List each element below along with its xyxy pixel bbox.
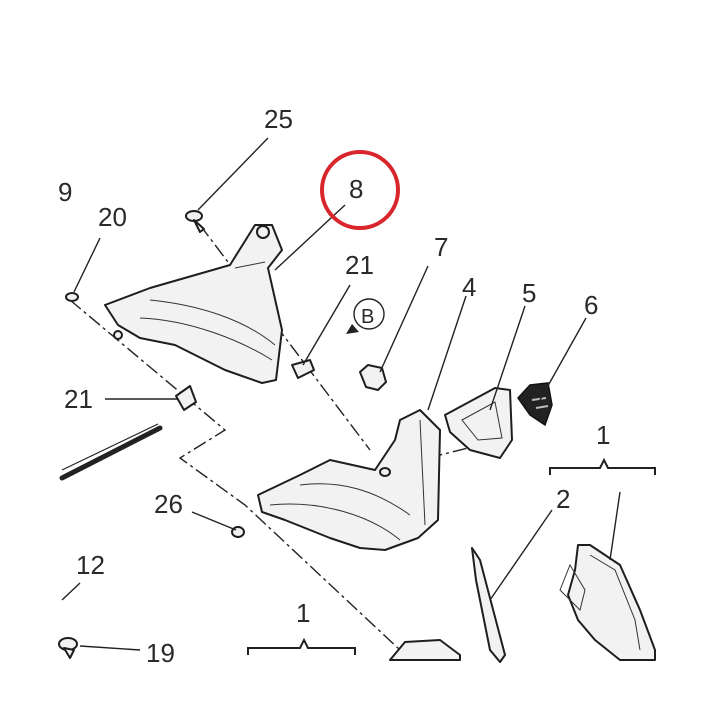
callout-7: 7 (434, 232, 448, 262)
part-7-grommet (359, 364, 387, 391)
part-4-fairing-support (257, 409, 441, 551)
part-1-lower-fairing (389, 639, 461, 661)
highlight-circle-part-8 (320, 150, 400, 230)
callout-8: 8 (349, 174, 363, 204)
part-21-clip-lower (175, 385, 197, 411)
leader-lines (61, 137, 621, 651)
part-6-badge (517, 382, 553, 427)
part-2-side-panel (471, 547, 506, 663)
callout-1-lower: 1 (296, 598, 310, 628)
callout-19: 19 (146, 638, 175, 668)
callout-6: 6 (584, 290, 598, 320)
screw-19 (58, 637, 78, 659)
callout-9: 9 (58, 177, 72, 207)
screw-25 (185, 210, 205, 233)
callout-26: 26 (154, 489, 183, 519)
callout-4: 4 (462, 272, 476, 302)
callout-20: 20 (98, 202, 127, 232)
callout-25: 25 (264, 104, 293, 134)
callout-1-upper: 1 (596, 420, 610, 450)
part-12-rod (59, 423, 163, 481)
view-b-circle (353, 298, 385, 330)
callout-b: B (361, 306, 374, 328)
callout-21-upper: 21 (345, 250, 374, 280)
part-21-clip-upper (291, 359, 315, 379)
part-5-badge-frame (444, 387, 513, 459)
part-1-side-fairing-right (559, 544, 656, 661)
callout-2: 2 (556, 484, 570, 514)
part-8-headlight-bracket (104, 224, 283, 384)
callout-5: 5 (522, 278, 536, 308)
callout-21-lower: 21 (64, 384, 93, 414)
brace-1-upper (549, 457, 656, 475)
callout-12: 12 (76, 550, 105, 580)
brace-1-lower (247, 637, 356, 655)
screw-20 (65, 292, 79, 302)
